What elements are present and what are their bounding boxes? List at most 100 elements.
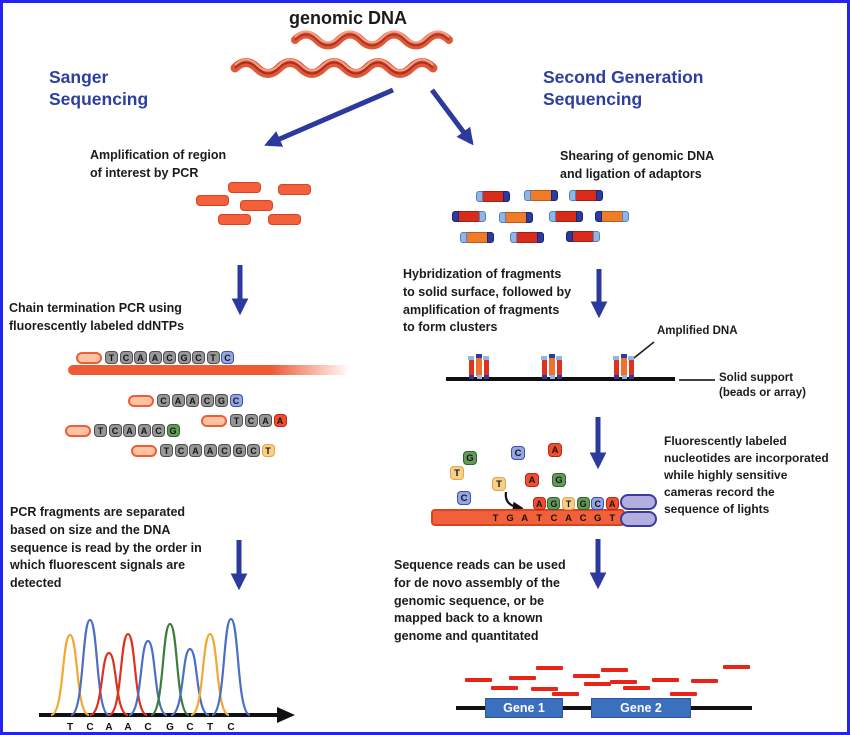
incorporation-arrow — [504, 491, 524, 513]
arrow-to-sanger — [264, 87, 394, 147]
amplified-dna-label: Amplified DNA — [657, 325, 738, 337]
template-base-G: G — [506, 513, 514, 524]
free-nucleotide-A: A — [548, 443, 562, 457]
adapter-segment — [537, 232, 544, 243]
free-nucleotide-G: G — [552, 473, 566, 487]
adapter-segment — [476, 191, 483, 202]
nucleotide-A: A — [186, 394, 199, 407]
svg-text:C: C — [144, 722, 151, 733]
nextgen-step-shearing: Shearing of genomic DNA and ligation of … — [560, 149, 715, 181]
sequence-read — [652, 678, 679, 682]
free-nucleotide-C: C — [457, 491, 471, 505]
svg-text:G: G — [166, 722, 174, 733]
adapter-segment — [467, 232, 487, 243]
adapter-segment — [517, 232, 537, 243]
pcr-fragment — [228, 182, 261, 193]
nucleotide-A: A — [134, 351, 147, 364]
adapter-segment — [595, 211, 602, 222]
nucleotide-C: C — [163, 351, 176, 364]
nucleotide-T: T — [206, 351, 220, 364]
svg-text:T: T — [67, 722, 73, 733]
nucleotide-C: C — [157, 394, 170, 407]
nucleotide-T: T — [230, 414, 243, 427]
free-nucleotide-T: T — [492, 477, 506, 491]
primer — [76, 351, 102, 364]
template-base-C: C — [579, 513, 587, 524]
sanger-step-chain-termination: Chain termination PCR using fluorescentl… — [9, 301, 185, 333]
adapter-fragment — [524, 190, 558, 201]
adapter-fragment — [476, 191, 510, 202]
incorporated-nucleotide-C: C — [591, 497, 605, 510]
sequence-read — [573, 674, 600, 678]
adapter-fragment — [499, 212, 533, 223]
svg-text:C: C — [86, 722, 93, 733]
incorporated-nucleotide-A: A — [605, 497, 619, 510]
adapter-segment — [573, 231, 593, 242]
adapter-segment — [569, 190, 576, 201]
template-base-G: G — [593, 513, 602, 524]
adapter-segment — [499, 212, 506, 223]
amplified-dna-cluster — [467, 350, 493, 380]
nucleotide-G: G — [177, 351, 191, 364]
adapter-segment — [460, 232, 467, 243]
genomic-dna-strand-icon — [230, 58, 438, 78]
adapter-segment — [506, 212, 526, 223]
nucleotide-G: G — [232, 444, 246, 457]
free-nucleotide-G: G — [463, 451, 477, 465]
adapter-segment — [510, 232, 517, 243]
nextgen-header: Second Generation Sequencing — [543, 67, 704, 109]
nucleotide-C: C — [152, 424, 165, 437]
adapter-segment — [596, 190, 603, 201]
nucleotide-C: C — [192, 351, 205, 364]
template-base-T: T — [536, 513, 543, 524]
sanger-header: Sanger Sequencing — [49, 67, 149, 109]
primer — [128, 394, 154, 407]
pcr-fragment — [278, 184, 311, 195]
adapter-segment — [602, 211, 622, 222]
pcr-fragment — [218, 214, 251, 225]
nucleotide-C: C — [247, 444, 260, 457]
nucleotide-C: C — [174, 444, 188, 457]
adapter-segment — [524, 190, 531, 201]
genomic-dna-strand-icon — [291, 30, 453, 50]
nucleotide-C: C — [218, 444, 231, 457]
adapter-segment — [576, 211, 583, 222]
pcr-fragment — [196, 195, 229, 206]
nucleotide-A: A — [123, 424, 136, 437]
nucleotide-T: T — [105, 351, 118, 364]
diagram-title: genomic DNA — [289, 8, 408, 28]
adapter-segment — [459, 211, 479, 222]
nucleotide-C: C — [221, 351, 234, 364]
svg-text:C: C — [186, 722, 193, 733]
gene2-box: Gene 2 — [591, 698, 691, 718]
incorporated-nucleotide-T: T — [562, 497, 575, 510]
sequence-read — [723, 665, 750, 669]
svg-text:C: C — [227, 722, 234, 733]
adapter-segment — [526, 212, 533, 223]
svg-text:T: T — [207, 722, 213, 733]
template-base-A: A — [565, 513, 572, 524]
sequence-read — [509, 676, 536, 680]
svg-text:A: A — [124, 722, 131, 733]
adapter-segment — [487, 232, 494, 243]
nextgen-step-incorporation: Fluorescently labeled nucleotides are in… — [664, 434, 829, 517]
adapter-segment — [593, 231, 600, 242]
adapter-segment — [483, 191, 503, 202]
nextgen-step-reads: Sequence reads can be used for de novo a… — [394, 558, 566, 643]
nucleotide-C: C — [200, 394, 214, 407]
sequence-read — [670, 692, 697, 696]
sequence-read — [584, 682, 611, 686]
free-nucleotide-C: C — [511, 446, 525, 460]
gene1-box: Gene 1 — [485, 698, 563, 718]
adapter-fragment — [460, 232, 494, 243]
sequence-read — [552, 692, 579, 696]
free-nucleotide-T: T — [450, 466, 464, 480]
nextgen-step-hybridization: Hybridization of fragments to solid surf… — [403, 267, 572, 335]
adapter-segment — [566, 231, 573, 242]
pcr-fragment — [240, 200, 273, 211]
nucleotide-A: A — [148, 351, 162, 364]
incorporated-nucleotide-G: G — [576, 497, 590, 510]
template-strand — [68, 365, 350, 375]
